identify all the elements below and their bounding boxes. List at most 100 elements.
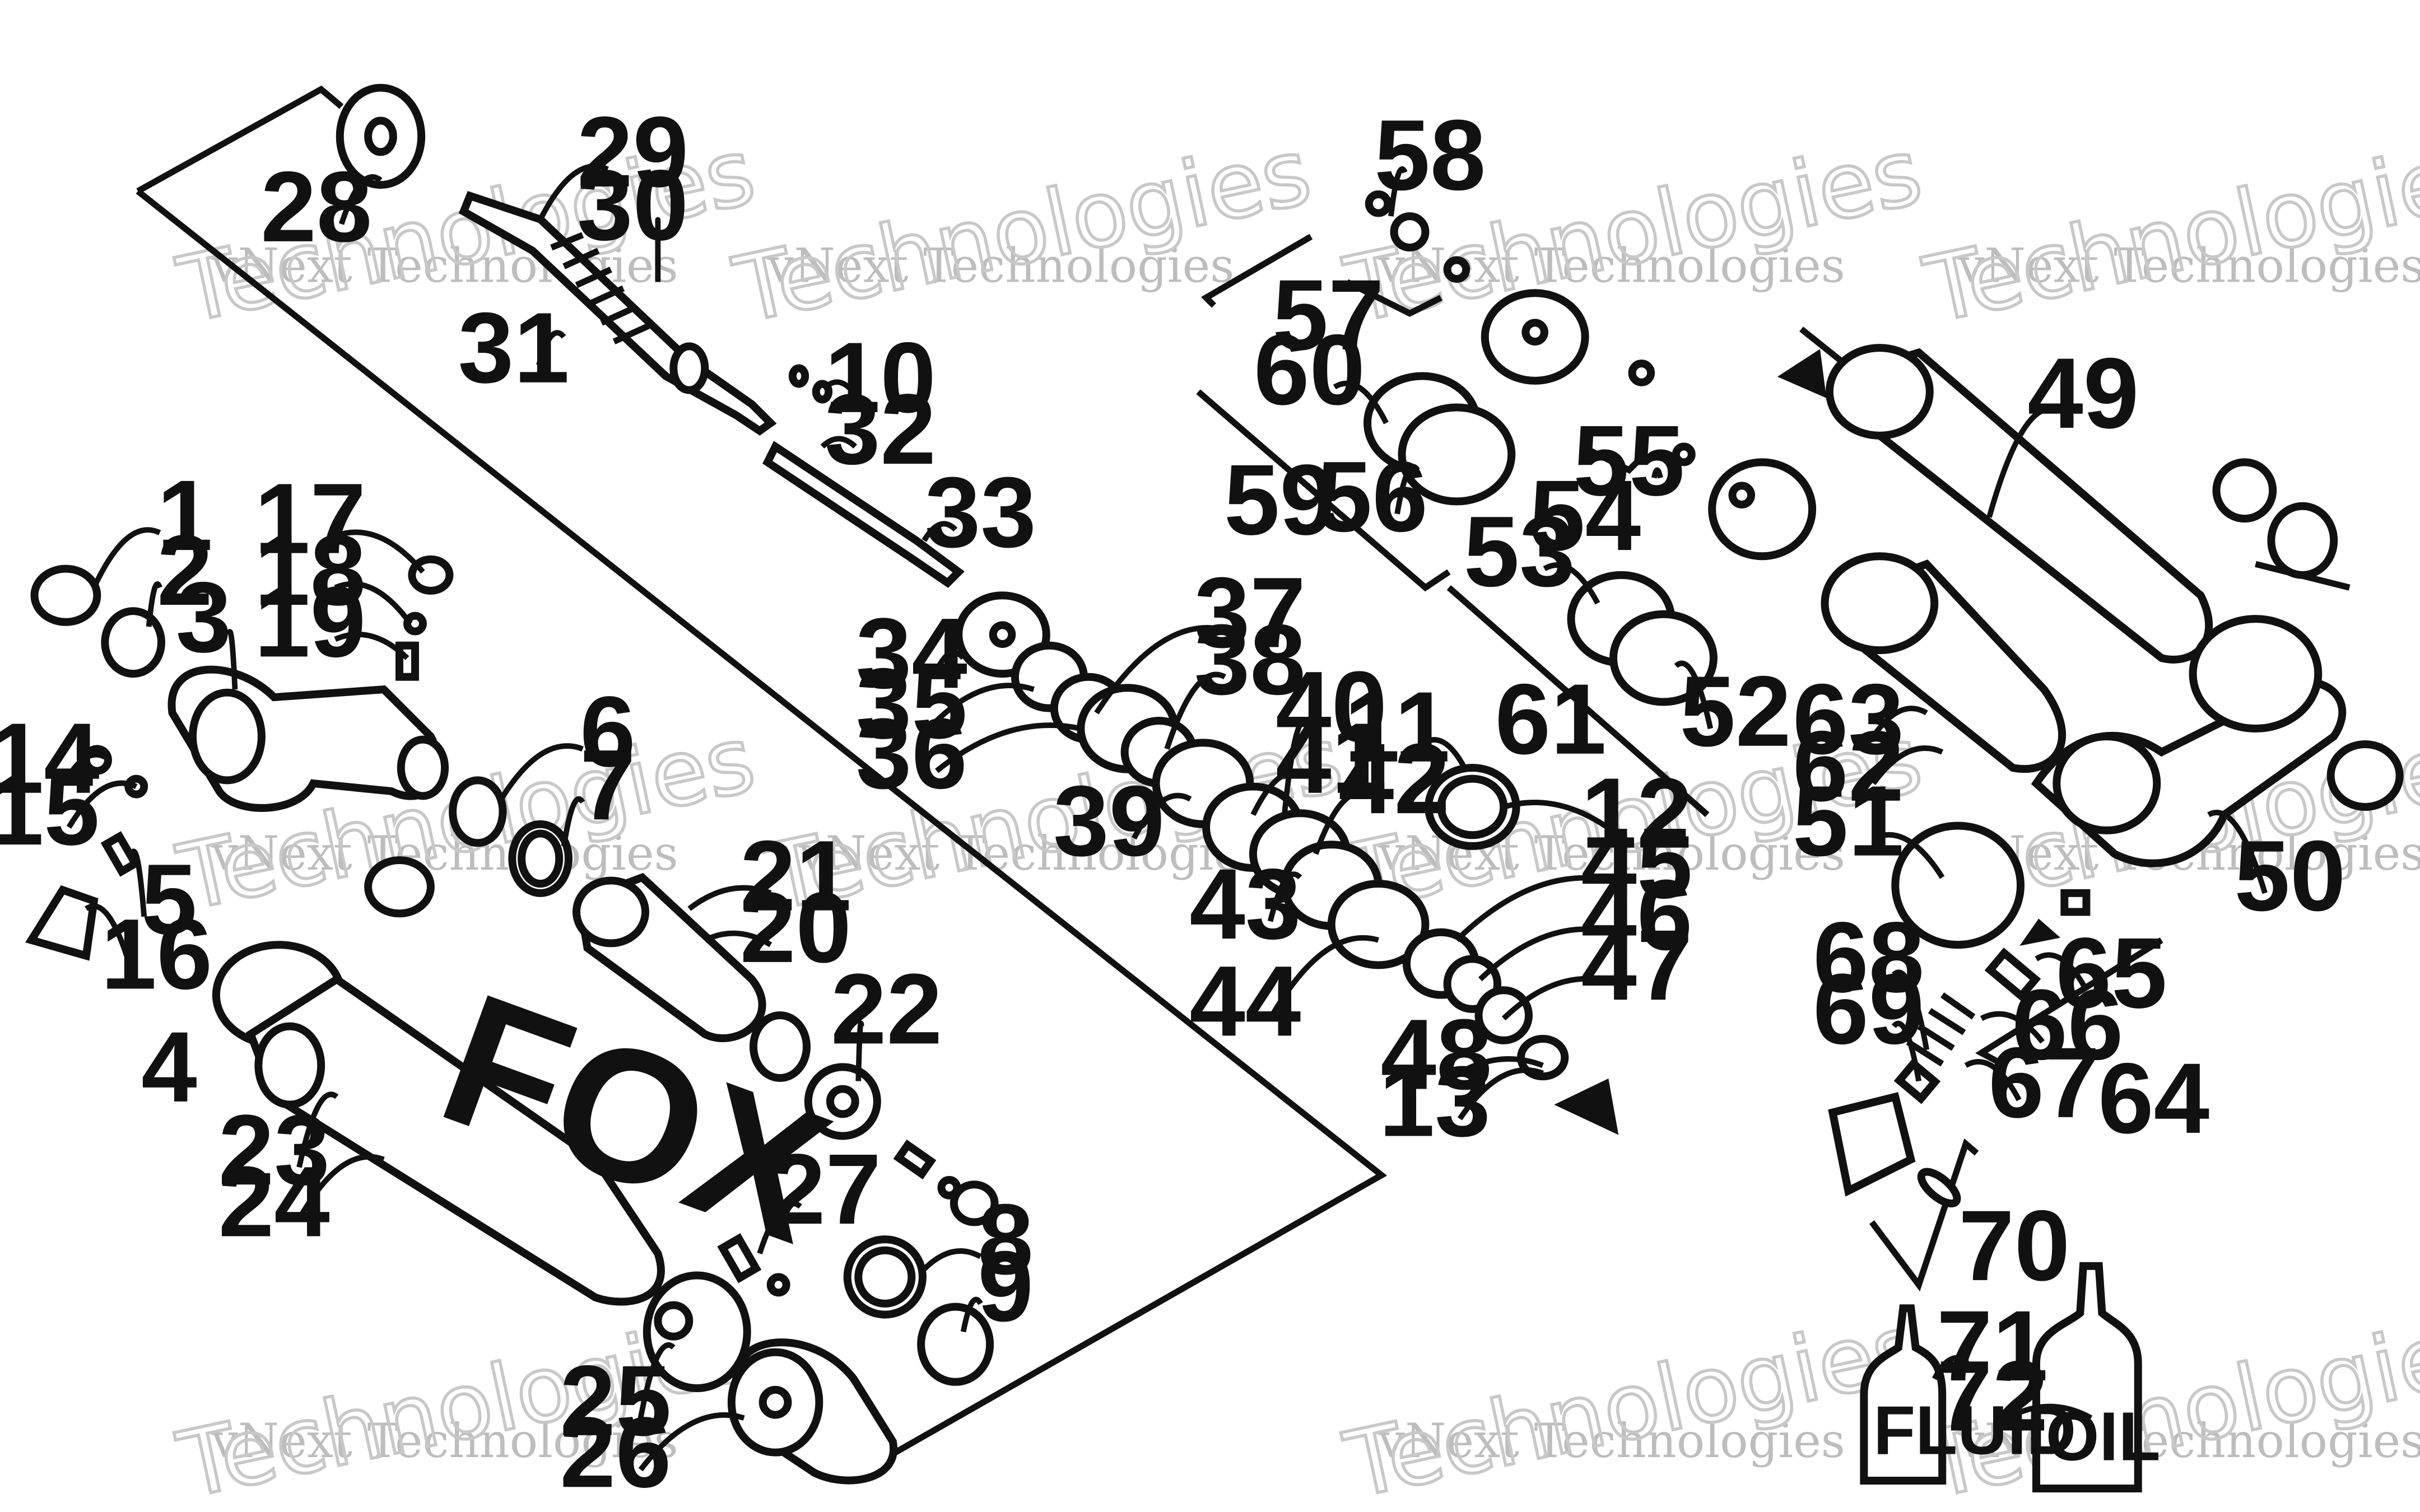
leader-line-71 [1932, 1355, 1970, 1380]
callout-5: 5 [141, 843, 197, 955]
callout-9: 9 [978, 1230, 1034, 1342]
callout-55: 55 [1573, 404, 1684, 516]
callout-32: 32 [825, 373, 936, 485]
leader-line-31 [536, 330, 566, 366]
leader-line-51 [1872, 832, 1945, 879]
leader-line-37 [1094, 625, 1226, 715]
callout-61: 61 [1495, 663, 1607, 775]
leader-line-58 [1388, 166, 1408, 217]
callout-36: 36 [856, 697, 967, 809]
leader-line-7 [561, 796, 585, 847]
right-upper-parts [1363, 190, 2404, 949]
callout-72: 72 [1937, 1340, 2048, 1452]
leader-line-10 [822, 379, 858, 397]
callout-2: 2 [157, 514, 213, 626]
leader-line-60 [1333, 380, 1389, 424]
leader-line-56 [1394, 464, 1420, 515]
leader-line-35 [934, 683, 1035, 723]
leader-line-33 [922, 521, 958, 542]
watermark-outline-text: Technologies [1337, 1294, 1930, 1512]
callout-59: 59 [1224, 444, 1335, 556]
leader-line-66 [1980, 1011, 2045, 1044]
callout-1: 1 [157, 459, 213, 571]
callout-71: 71 [1937, 1290, 2048, 1402]
leader-line-25 [637, 1342, 676, 1419]
watermark-text: vNext Technologies [798, 826, 1265, 881]
leader-line-41 [1250, 769, 1308, 816]
leader-line-28 [338, 174, 383, 225]
leader-line-16 [85, 903, 134, 973]
leader-line-45 [1454, 875, 1613, 942]
leader-line-53 [1543, 562, 1600, 605]
bottles [1860, 1262, 2142, 1493]
watermark-text: vNext Technologies [767, 239, 1234, 293]
callout-52: 52 [1680, 655, 1791, 767]
leader-line-40 [1281, 719, 1309, 815]
leader-line-5 [129, 848, 147, 917]
callout-53: 53 [1464, 495, 1575, 607]
leader-line-39 [1132, 792, 1192, 840]
group-brackets [136, 85, 2351, 1483]
callout-21: 21 [740, 820, 851, 932]
leader-line-17 [334, 529, 425, 574]
leader-line-48 [1460, 1056, 1544, 1075]
leader-line-18 [334, 581, 413, 626]
callout-18: 18 [254, 514, 366, 626]
leader-line-50 [2207, 810, 2268, 894]
leader-line-32 [820, 436, 858, 449]
leader-line-68 [1892, 969, 1930, 1051]
callout-51: 51 [1793, 765, 1904, 877]
leader-line-23 [296, 1091, 339, 1168]
watermark-text: vNext Technologies [1957, 239, 2420, 293]
callout-42: 42 [1338, 722, 1450, 834]
leader-line-44 [1268, 935, 1379, 1020]
callout-layer: 1234567891011121314151617181920212223242… [0, 96, 2345, 1508]
leader-line-13 [1457, 1067, 1544, 1121]
callout-58: 58 [1374, 99, 1486, 211]
leader-line-21 [687, 885, 772, 911]
watermark-text: vNext Technologies [211, 826, 678, 881]
leader-line-38 [1164, 671, 1226, 750]
callout-68: 68 [1813, 901, 1924, 1013]
watermark-outline-text: Technologies [726, 119, 1319, 344]
callout-54: 54 [1529, 459, 1641, 571]
center-valve-stack [955, 591, 1619, 1135]
leader-line-46 [1478, 926, 1613, 982]
leader-line-6 [499, 743, 584, 801]
callout-31: 31 [458, 292, 570, 404]
callout-17: 17 [254, 463, 366, 575]
leader-line-1 [91, 527, 161, 589]
callout-56: 56 [1316, 440, 1428, 552]
leader-line-63 [1871, 706, 1928, 738]
callout-33: 33 [925, 456, 1036, 568]
callout-24: 24 [218, 1146, 330, 1258]
callout-43: 43 [1189, 848, 1301, 960]
leader-line-20 [704, 930, 772, 948]
callout-37: 37 [1194, 556, 1306, 668]
leader-line-29 [538, 163, 609, 221]
leader-line-3 [226, 629, 238, 690]
callout-8: 8 [978, 1183, 1034, 1295]
leader-line-11 [1420, 737, 1467, 769]
callout-10: 10 [825, 321, 936, 433]
leader-line-49 [1986, 406, 2060, 518]
callout-45: 45 [1581, 807, 1692, 919]
leader-line-26 [638, 1412, 745, 1472]
callout-30: 30 [577, 149, 688, 261]
callout-64: 64 [2098, 1042, 2209, 1154]
leader-line-8 [922, 1248, 982, 1271]
callout-35: 35 [856, 647, 967, 759]
leader-line-72 [2016, 1403, 2093, 1421]
leader-line-15 [66, 780, 138, 829]
leader-line-55 [1651, 467, 1663, 479]
callout-15: 15 [0, 754, 100, 866]
callout-44: 44 [1189, 945, 1301, 1057]
callout-16: 16 [101, 898, 212, 1010]
leader-line-27 [757, 1201, 802, 1254]
callout-4: 4 [141, 1011, 197, 1123]
leader-line-69 [1891, 1020, 1922, 1082]
callout-29: 29 [577, 96, 688, 208]
leader-line-24 [296, 1154, 385, 1221]
leader-line-14 [66, 752, 111, 777]
